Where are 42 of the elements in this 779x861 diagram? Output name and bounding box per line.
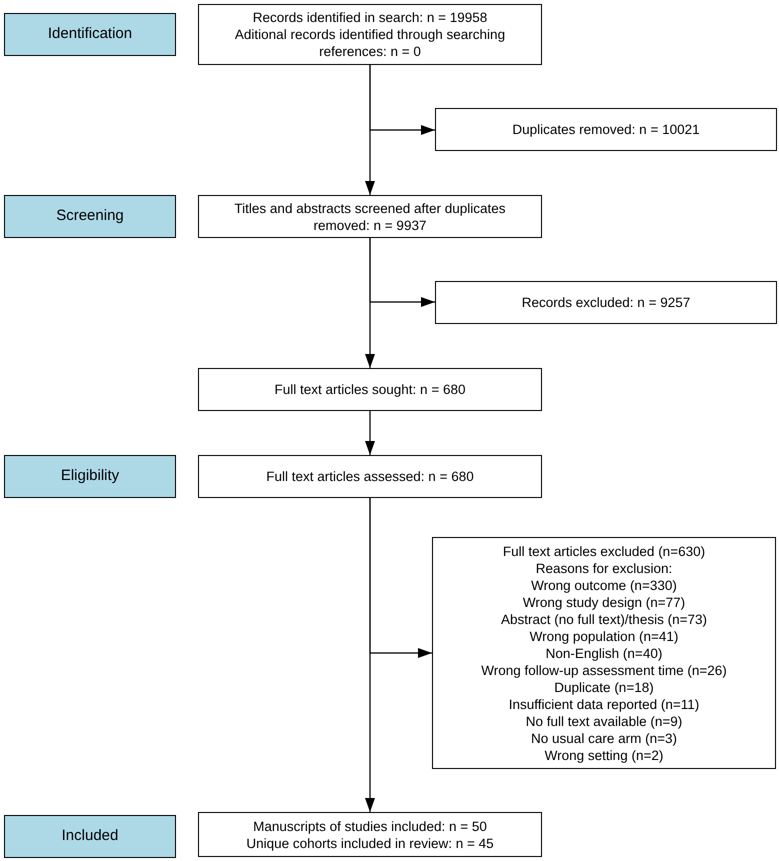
box-text: Abstract (no full text)/thesis (n=73) bbox=[501, 610, 707, 628]
box-text: Wrong population (n=41) bbox=[530, 628, 678, 644]
box-text: No usual care arm (n=3) bbox=[531, 730, 677, 746]
box-text: Insufficient data reported (n=11) bbox=[508, 696, 700, 712]
box-text: No full text available (n=9) bbox=[526, 712, 682, 730]
arrow bbox=[365, 411, 375, 455]
box-text: Unique cohorts included in review: n = 45 bbox=[246, 834, 494, 852]
stage-box bbox=[4, 455, 176, 498]
box-text: Wrong outcome (n=330) bbox=[531, 576, 677, 594]
box-text: Non-English (n=40) bbox=[546, 644, 662, 662]
box-text: Full text articles sought: n = 680 bbox=[274, 381, 466, 398]
process-box bbox=[435, 108, 777, 151]
box-text: Full text articles excluded (n=630) bbox=[502, 542, 706, 560]
stage-label: Eligibility bbox=[60, 466, 120, 486]
box-text: Wrong setting (n=2) bbox=[544, 746, 664, 764]
box-text: Duplicate (n=18) bbox=[554, 678, 654, 696]
stage-box bbox=[4, 815, 176, 858]
stage-label: Screening bbox=[56, 206, 124, 226]
stage-box bbox=[4, 13, 176, 56]
box-text: Aditional records identified through searching references: n = 0 bbox=[234, 26, 506, 60]
box-text: Manuscripts of studies included: n = 50 bbox=[253, 818, 487, 834]
stage-label: Identification bbox=[48, 24, 132, 44]
arrow bbox=[365, 498, 375, 812]
box-text: Reasons for exclusion: bbox=[536, 560, 672, 576]
box-text: Wrong study design (n=77) bbox=[522, 594, 686, 610]
box-text: Records excluded: n = 9257 bbox=[522, 294, 690, 311]
box-text: Records identified in search: n = 19958 bbox=[252, 9, 488, 26]
process-box bbox=[432, 537, 776, 769]
stage-label: Included bbox=[62, 826, 118, 846]
process-box bbox=[435, 281, 777, 324]
process-box bbox=[198, 4, 542, 65]
arrow bbox=[365, 65, 375, 195]
arrow bbox=[365, 238, 375, 368]
process-box bbox=[198, 368, 542, 411]
box-text: Titles and abstracts screened after duplicates removed: n = 9937 bbox=[233, 200, 507, 234]
stage-box bbox=[4, 195, 176, 238]
process-box bbox=[198, 195, 542, 238]
box-text: Duplicates removed: n = 10021 bbox=[512, 121, 700, 138]
box-text: Full text articles assessed: n = 680 bbox=[266, 468, 474, 485]
process-box bbox=[198, 812, 542, 857]
process-box bbox=[198, 455, 542, 498]
box-text: Wrong follow-up assessment time (n=26) bbox=[481, 662, 727, 678]
